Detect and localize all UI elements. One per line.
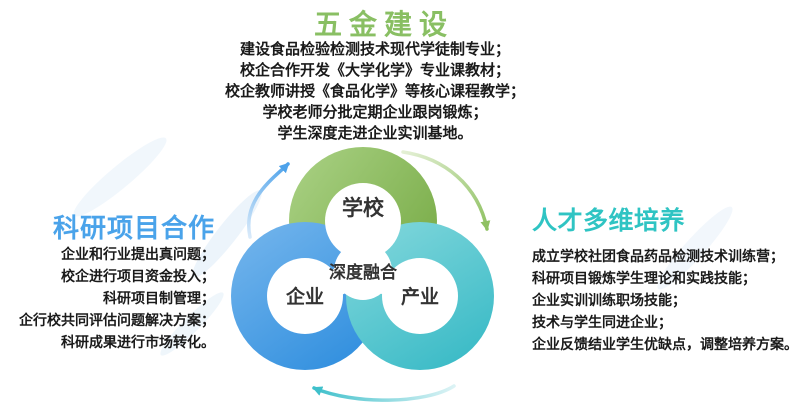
right-section-line: 企业实训训练职场技能； bbox=[532, 292, 686, 308]
industry-label: 产业 bbox=[401, 285, 439, 308]
top-section-text: 建设食品检验检测技术现代学徒制专业； 校企合作开发《大学化学》专业课教材； 校企… bbox=[75, 39, 675, 144]
background-swoosh bbox=[66, 130, 174, 224]
right-section-line: 技术与学生同进企业； bbox=[532, 314, 672, 330]
top-section-title: 五金建设 bbox=[313, 9, 454, 40]
right-section-text: 成立学校社团食品药品检测技术训练营； 科研项目锻炼学生理论和实践技能； 企业实训… bbox=[532, 245, 800, 355]
right-section-title: 人才多维培养 bbox=[532, 207, 686, 235]
left-section-text: 企业和行业提出真问题； 校企进行项目资金投入； 科研项目制管理； 企行校共同评估… bbox=[0, 243, 215, 353]
curved-arrow-right-icon bbox=[401, 150, 491, 231]
top-section-line: 学生深度走进企业实训基地。 bbox=[277, 125, 473, 142]
curved-arrow-bottom-icon bbox=[312, 384, 456, 402]
right-section-line: 成立学校社团食品药品检测技术训练营； bbox=[532, 248, 784, 264]
school-ring-hole bbox=[325, 183, 401, 259]
left-section-line: 企业和行业提出真问题； bbox=[61, 246, 215, 262]
left-section-line: 企行校共同评估问题解决方案； bbox=[19, 312, 215, 328]
top-section-line: 建设食品检验检测技术现代学徒制专业； bbox=[239, 41, 510, 58]
top-section-line: 校企教师讲授《食品化学》等核心课程教学； bbox=[224, 83, 525, 100]
curved-arrow-left-icon bbox=[246, 162, 290, 239]
industry-ring-hole bbox=[382, 258, 458, 334]
top-section-line: 校企合作开发《大学化学》专业课教材； bbox=[239, 62, 510, 79]
school-label: 学校 bbox=[342, 196, 385, 220]
right-section-line: 企业反馈结业学生优缺点，调整培养方案。 bbox=[532, 336, 798, 352]
top-section-line: 学校老师分批定期企业跟岗锻炼； bbox=[262, 104, 488, 121]
left-section: 科研项目合作 企业和行业提出真问题； 校企进行项目资金投入； 科研项目制管理； … bbox=[0, 213, 215, 353]
enterprise-label: 企业 bbox=[285, 285, 324, 308]
enterprise-ring-hole bbox=[267, 258, 343, 334]
left-section-title: 科研项目合作 bbox=[52, 213, 215, 243]
right-section: 人才多维培养 成立学校社团食品药品检测技术训练营； 科研项目锻炼学生理论和实践技… bbox=[532, 206, 800, 355]
left-section-line: 科研成果进行市场转化。 bbox=[61, 334, 215, 350]
left-section-line: 校企进行项目资金投入； bbox=[61, 268, 215, 284]
fusion-diagram: 学校 企业 产业 深度融合 bbox=[231, 147, 494, 402]
right-section-line: 科研项目锻炼学生理论和实践技能； bbox=[532, 270, 756, 286]
left-section-line: 科研项目制管理； bbox=[103, 290, 215, 306]
center-hub bbox=[334, 242, 392, 300]
center-label: 深度融合 bbox=[329, 262, 398, 282]
